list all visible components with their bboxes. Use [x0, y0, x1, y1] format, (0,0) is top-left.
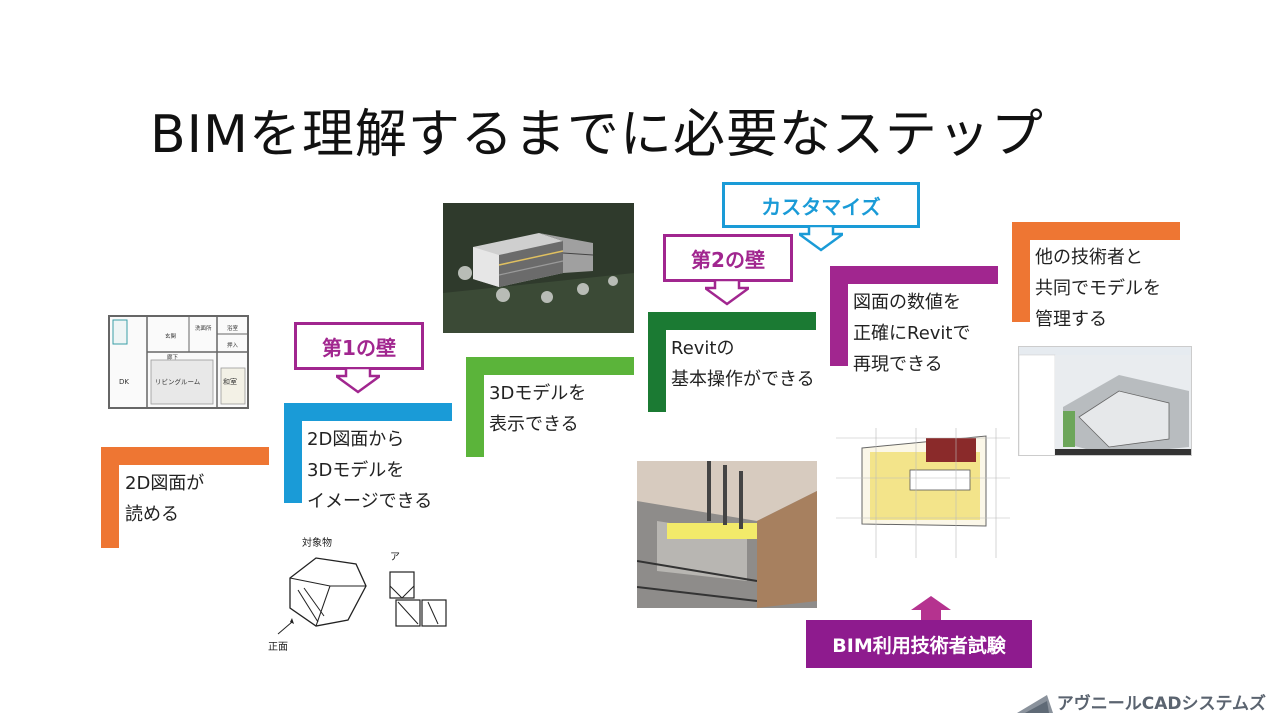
step-4-line-1: Revitの [671, 338, 735, 359]
wall-2-arrow-icon [705, 280, 749, 306]
step-4-line-2: 基本操作ができる [671, 369, 815, 390]
revit-ui-drawing [1019, 347, 1191, 455]
step-4-text: Revitの 基本操作ができる [671, 333, 815, 395]
step-3-top-bar [466, 357, 634, 375]
step-6-line-3: 管理する [1035, 309, 1107, 330]
step-5-left-bar [830, 266, 848, 366]
customize-callout: カスタマイズ [722, 182, 920, 228]
step-5-top-bar [830, 266, 998, 284]
step-5-text: 図面の数値を 正確にRevitで 再現できる [853, 287, 970, 380]
step-3-left-bar [466, 357, 484, 457]
customize-arrow-icon [799, 226, 843, 252]
step-1-top-bar [101, 447, 269, 465]
front-label: 正面 [268, 642, 288, 653]
isometric-shapes [277, 557, 447, 635]
page-title: BIMを理解するまでに必要なステップ [150, 105, 1044, 165]
step-1-line-2: 読める [125, 504, 179, 525]
revit-ui-image [1018, 346, 1192, 456]
step-6-text: 他の技術者と 共同でモデルを 管理する [1035, 242, 1161, 335]
step-6-line-1: 他の技術者と [1035, 247, 1143, 268]
step-3-line-2: 表示できる [489, 414, 579, 435]
wall-2-callout: 第2の壁 [663, 234, 793, 282]
colored-floorplan-image [826, 418, 1020, 566]
wall-2-label: 第2の壁 [691, 247, 765, 272]
floorplan-label-dk: DK [119, 378, 129, 386]
floorplan-label-rouka: 廊下 [167, 353, 179, 361]
step-4-top-bar [648, 312, 816, 330]
colored-floorplan-drawing [836, 428, 1010, 558]
step-5-line-3: 再現できる [853, 354, 943, 375]
step-3-text: 3Dモデルを 表示できる [489, 378, 586, 440]
logo-text: アヴニールCADシステムズ [1056, 694, 1266, 714]
step-1-text: 2D図面が 読める [125, 468, 204, 530]
step-4-left-bar [648, 312, 666, 412]
floorplan-label-living: リビングルーム [155, 377, 201, 386]
wall-1-label: 第1の壁 [322, 335, 396, 360]
building-render-drawing [443, 203, 634, 333]
step-5-line-1: 図面の数値を [853, 292, 961, 313]
up-arrow-icon [911, 596, 951, 622]
step-2-left-bar [284, 403, 302, 503]
step-6-left-bar [1012, 222, 1030, 322]
floorplan-drawing: DK リビングルーム 和室 洗面所 浴室 押入 廊下 玄関 [108, 315, 249, 409]
step-1-left-bar [101, 447, 119, 548]
step-2-line-1: 2D図面から [307, 429, 405, 450]
step-1-line-1: 2D図面が [125, 473, 205, 494]
step-2-line-3: イメージできる [307, 491, 433, 512]
floorplan-label-genkan: 玄関 [165, 332, 177, 340]
floorplan-label-washitsu: 和室 [223, 377, 237, 386]
building-render-image [443, 203, 634, 333]
floorplan-image: DK リビングルーム 和室 洗面所 浴室 押入 廊下 玄関 [107, 312, 250, 410]
revit-3d-image [637, 461, 817, 608]
wall-1-arrow-icon [336, 368, 380, 394]
revit-3d-drawing [637, 461, 817, 608]
logo-mark-icon [1016, 694, 1053, 713]
floorplan-label-senmen: 洗面所 [195, 324, 212, 332]
floorplan-label-oshiire: 押入 [227, 341, 239, 349]
object-label: 対象物 [302, 538, 332, 549]
step-2-top-bar [284, 403, 452, 421]
customize-label: カスタマイズ [761, 194, 881, 219]
step-2-text: 2D図面から 3Dモデルを イメージできる [307, 424, 432, 517]
floorplan-label-yokushitsu: 浴室 [227, 324, 239, 332]
exam-label: BIM利用技術者試験 [806, 620, 1032, 668]
wall-1-callout: 第1の壁 [294, 322, 424, 370]
exam-text: BIM利用技術者試験 [832, 634, 1006, 657]
step-6-line-2: 共同でモデルを [1035, 278, 1161, 299]
step-3-line-1: 3Dモデルを [489, 383, 587, 404]
step-2-line-2: 3Dモデルを [307, 460, 405, 481]
isometric-drawing: 対象物 ア 正面 [268, 530, 453, 655]
step-6-top-bar [1012, 222, 1180, 240]
company-logo: アヴニールCADシステムズ [1016, 689, 1266, 714]
step-5-line-2: 正確にRevitで [853, 323, 971, 344]
answer-label: ア [390, 552, 400, 563]
